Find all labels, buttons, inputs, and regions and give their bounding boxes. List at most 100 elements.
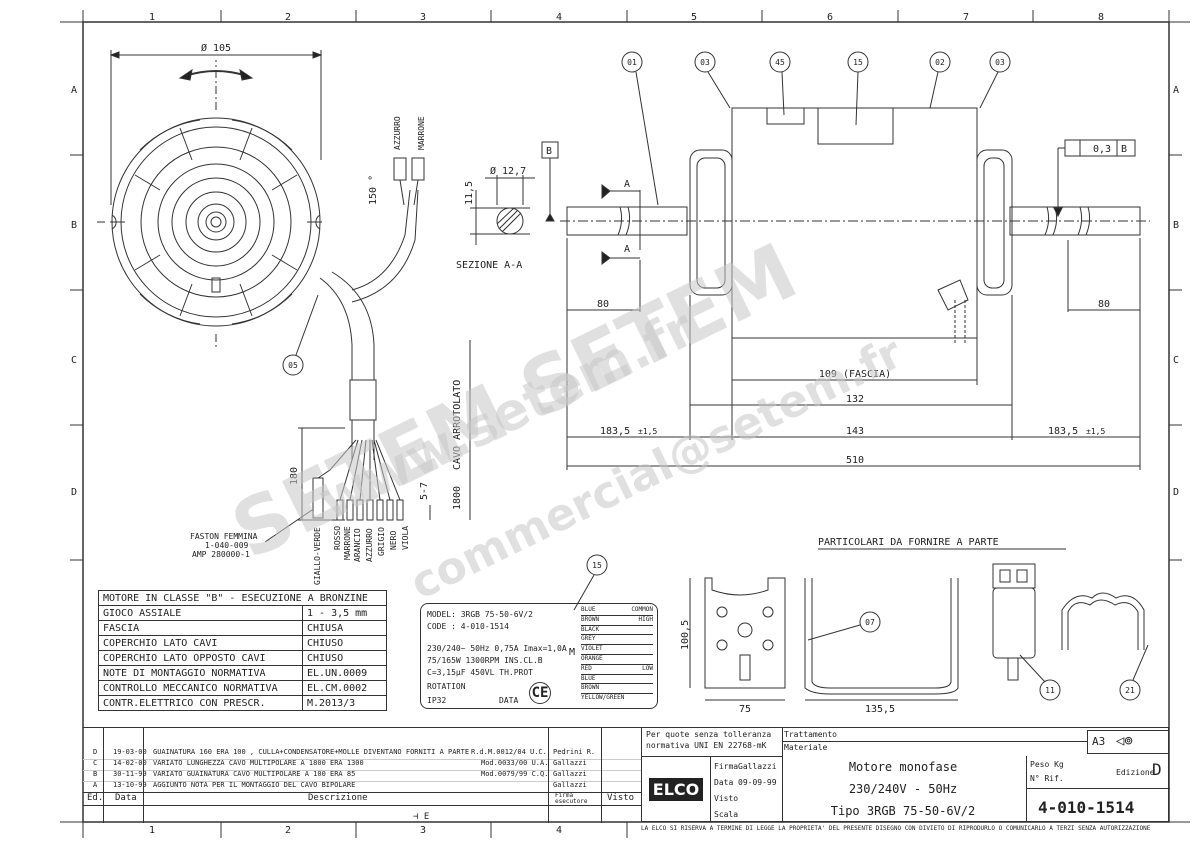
nameplate-line3: C=3,15µF 450VL TH.PROT — [427, 668, 533, 677]
wire-label-azzurro: AZZURRO — [365, 528, 374, 562]
trattamento-label: Trattamento — [784, 730, 837, 739]
dim-75: 75 — [739, 704, 751, 715]
peso-label: Peso Kg — [1030, 760, 1064, 769]
copyright-footer: LA ELCO SI RISERVA A TERMINE DI LEGGE LA… — [641, 825, 1151, 832]
drawing-number: 4-010-1514 — [1038, 798, 1135, 817]
firma-label: Firma — [714, 762, 739, 771]
grid-row-c: C — [71, 355, 77, 366]
dim-100-5: 100,5 — [680, 620, 691, 650]
nameplate-wire: BROWN — [581, 684, 653, 695]
balloon-15-plate: 15 — [592, 561, 602, 570]
wire-label-giallo-verde: GIALLO-VERDE — [313, 527, 322, 585]
balloons — [282, 51, 1149, 701]
nameplate-m: M — [569, 647, 576, 658]
motor-side-view — [560, 107, 1150, 470]
tolerance-note-2: normativa UNI EN 22768-mK — [646, 741, 767, 750]
spec-value: 1 - 3,5 mm — [302, 605, 387, 621]
faston-label-3: AMP 280000-1 — [192, 550, 250, 559]
balloon-05: 05 — [288, 361, 298, 370]
dim-183-5-left: 183,5 — [600, 426, 630, 437]
label-particolari: PARTICOLARI DA FORNIRE A PARTE — [818, 537, 999, 548]
balloon-21: 21 — [1125, 686, 1135, 695]
nameplate-wire: BROWN — [581, 615, 600, 623]
balloon-15: 15 — [853, 58, 863, 67]
motor-front-view — [95, 50, 323, 348]
rev-ref: Mod.0079/99 C.Q. — [481, 770, 549, 778]
faston-label-1: FASTON FEMMINA — [190, 532, 258, 541]
grid-col-6: 6 — [827, 12, 833, 23]
dim-132: 132 — [846, 394, 864, 405]
balloon-02: 02 — [935, 58, 945, 67]
grid-row-d-right: D — [1173, 487, 1179, 498]
dim-510: 510 — [846, 455, 864, 466]
nameplate: MODEL: 3RGB 75-50-6V/2 CODE : 4-010-1514… — [420, 603, 658, 709]
balloon-01: 01 — [627, 58, 637, 67]
rev-header-firma: Firma esecutore — [555, 792, 588, 805]
nameplate-data: DATA — [499, 696, 519, 705]
ce-mark: CE — [529, 682, 551, 704]
rev-ed: D — [93, 748, 98, 756]
bottom-mark: ⊣ E — [413, 812, 430, 822]
rev-by: Gallazzi — [553, 770, 587, 778]
rev-ref: Mod.0033/00 U.A. — [481, 759, 549, 767]
grid-col-7: 7 — [963, 12, 969, 23]
rev-header-ed: Ed. — [87, 793, 104, 803]
section-mark-a-top: A — [624, 179, 630, 190]
dim-angle-150: 150 ° — [368, 175, 379, 205]
spec-value: CHIUSA — [302, 620, 387, 636]
dim-180: 180 — [289, 467, 300, 485]
rev-header-desc: Descrizione — [308, 793, 368, 803]
rev-desc: AGGIUNTO NOTA PER IL MONTAGGIO DEL CAVO … — [153, 781, 356, 789]
grid-col-2-bottom: 2 — [285, 825, 291, 836]
elco-logo: ELCO — [648, 777, 704, 801]
balloon-07: 07 — [865, 618, 875, 627]
nameplate-line2: 75/165W 1300RPM INS.CL.B — [427, 656, 543, 665]
nameplate-common: COMMON — [631, 606, 653, 613]
dim-5-7: 5-7 — [419, 482, 430, 500]
nameplate-ip: IP32 — [427, 696, 447, 705]
specs-header: MOTORE IN CLASSE "B" - ESECUZIONE A BRON… — [98, 590, 387, 606]
grid-col-8: 8 — [1098, 12, 1104, 23]
grid-col-2: 2 — [285, 12, 291, 23]
dim-80-right: 80 — [1098, 299, 1110, 310]
grid-col-4: 4 — [556, 12, 562, 23]
spec-label: CONTROLLO MECCANICO NORMATIVA — [98, 680, 303, 696]
wire-label-viola: VIOLA — [401, 526, 410, 550]
grid-row-c-right: C — [1173, 355, 1179, 366]
grid-row-b-right: B — [1173, 220, 1179, 231]
dim-diameter-105: Ø 105 — [201, 42, 231, 54]
faston-label-2: 1-040-009 — [205, 541, 249, 550]
rev-ed: C — [93, 759, 98, 767]
dim-80-left: 80 — [597, 299, 609, 310]
rev-by: Gallazzi — [553, 759, 587, 767]
wire-label-marrone: MARRONE — [343, 526, 352, 560]
nameplate-line1: 230/240~ 50Hz 0,75A Imax=1,0A — [427, 644, 567, 653]
tolerance-0-3: 0,3 — [1093, 144, 1111, 155]
grid-row-a: A — [71, 85, 77, 96]
grid-col-4-bottom: 4 — [556, 825, 562, 836]
grid-row-a-right: A — [1173, 85, 1179, 96]
grid-col-1: 1 — [149, 12, 155, 23]
tol-right: ±1,5 — [1086, 427, 1105, 436]
nameplate-wire: BLUE — [581, 606, 596, 613]
rev-header-visto: Visto — [607, 793, 635, 803]
firma-value: Gallazzi — [738, 762, 777, 771]
nameplate-wire: ORANGE — [581, 655, 653, 665]
nameplate-code: CODE : 4-010-1514 — [427, 622, 509, 631]
data-label: Data — [714, 778, 734, 787]
balloon-45: 45 — [775, 58, 785, 67]
bracket-part — [689, 563, 1145, 701]
wire-label-rosso: ROSSO — [333, 526, 342, 550]
data-value: 09-09-99 — [738, 778, 777, 787]
nrif-label: N° Rif. — [1030, 774, 1064, 783]
rev-header-data: Data — [115, 793, 137, 803]
balloon-03-right: 03 — [995, 58, 1005, 67]
grid-col-1-bottom: 1 — [149, 825, 155, 836]
materiale-label: Materiale — [784, 743, 828, 752]
title-line-3: Tipo 3RGB 75-50-6V/2 — [830, 804, 976, 818]
rev-desc: GUAINATURA 160 ERA 100 , CULLA+CONDENSAT… — [153, 748, 470, 756]
rev-date: 13-10-99 — [113, 781, 147, 789]
rev-date: 19-03-00 — [113, 748, 147, 756]
wire-label-nero: NERO — [389, 531, 398, 550]
